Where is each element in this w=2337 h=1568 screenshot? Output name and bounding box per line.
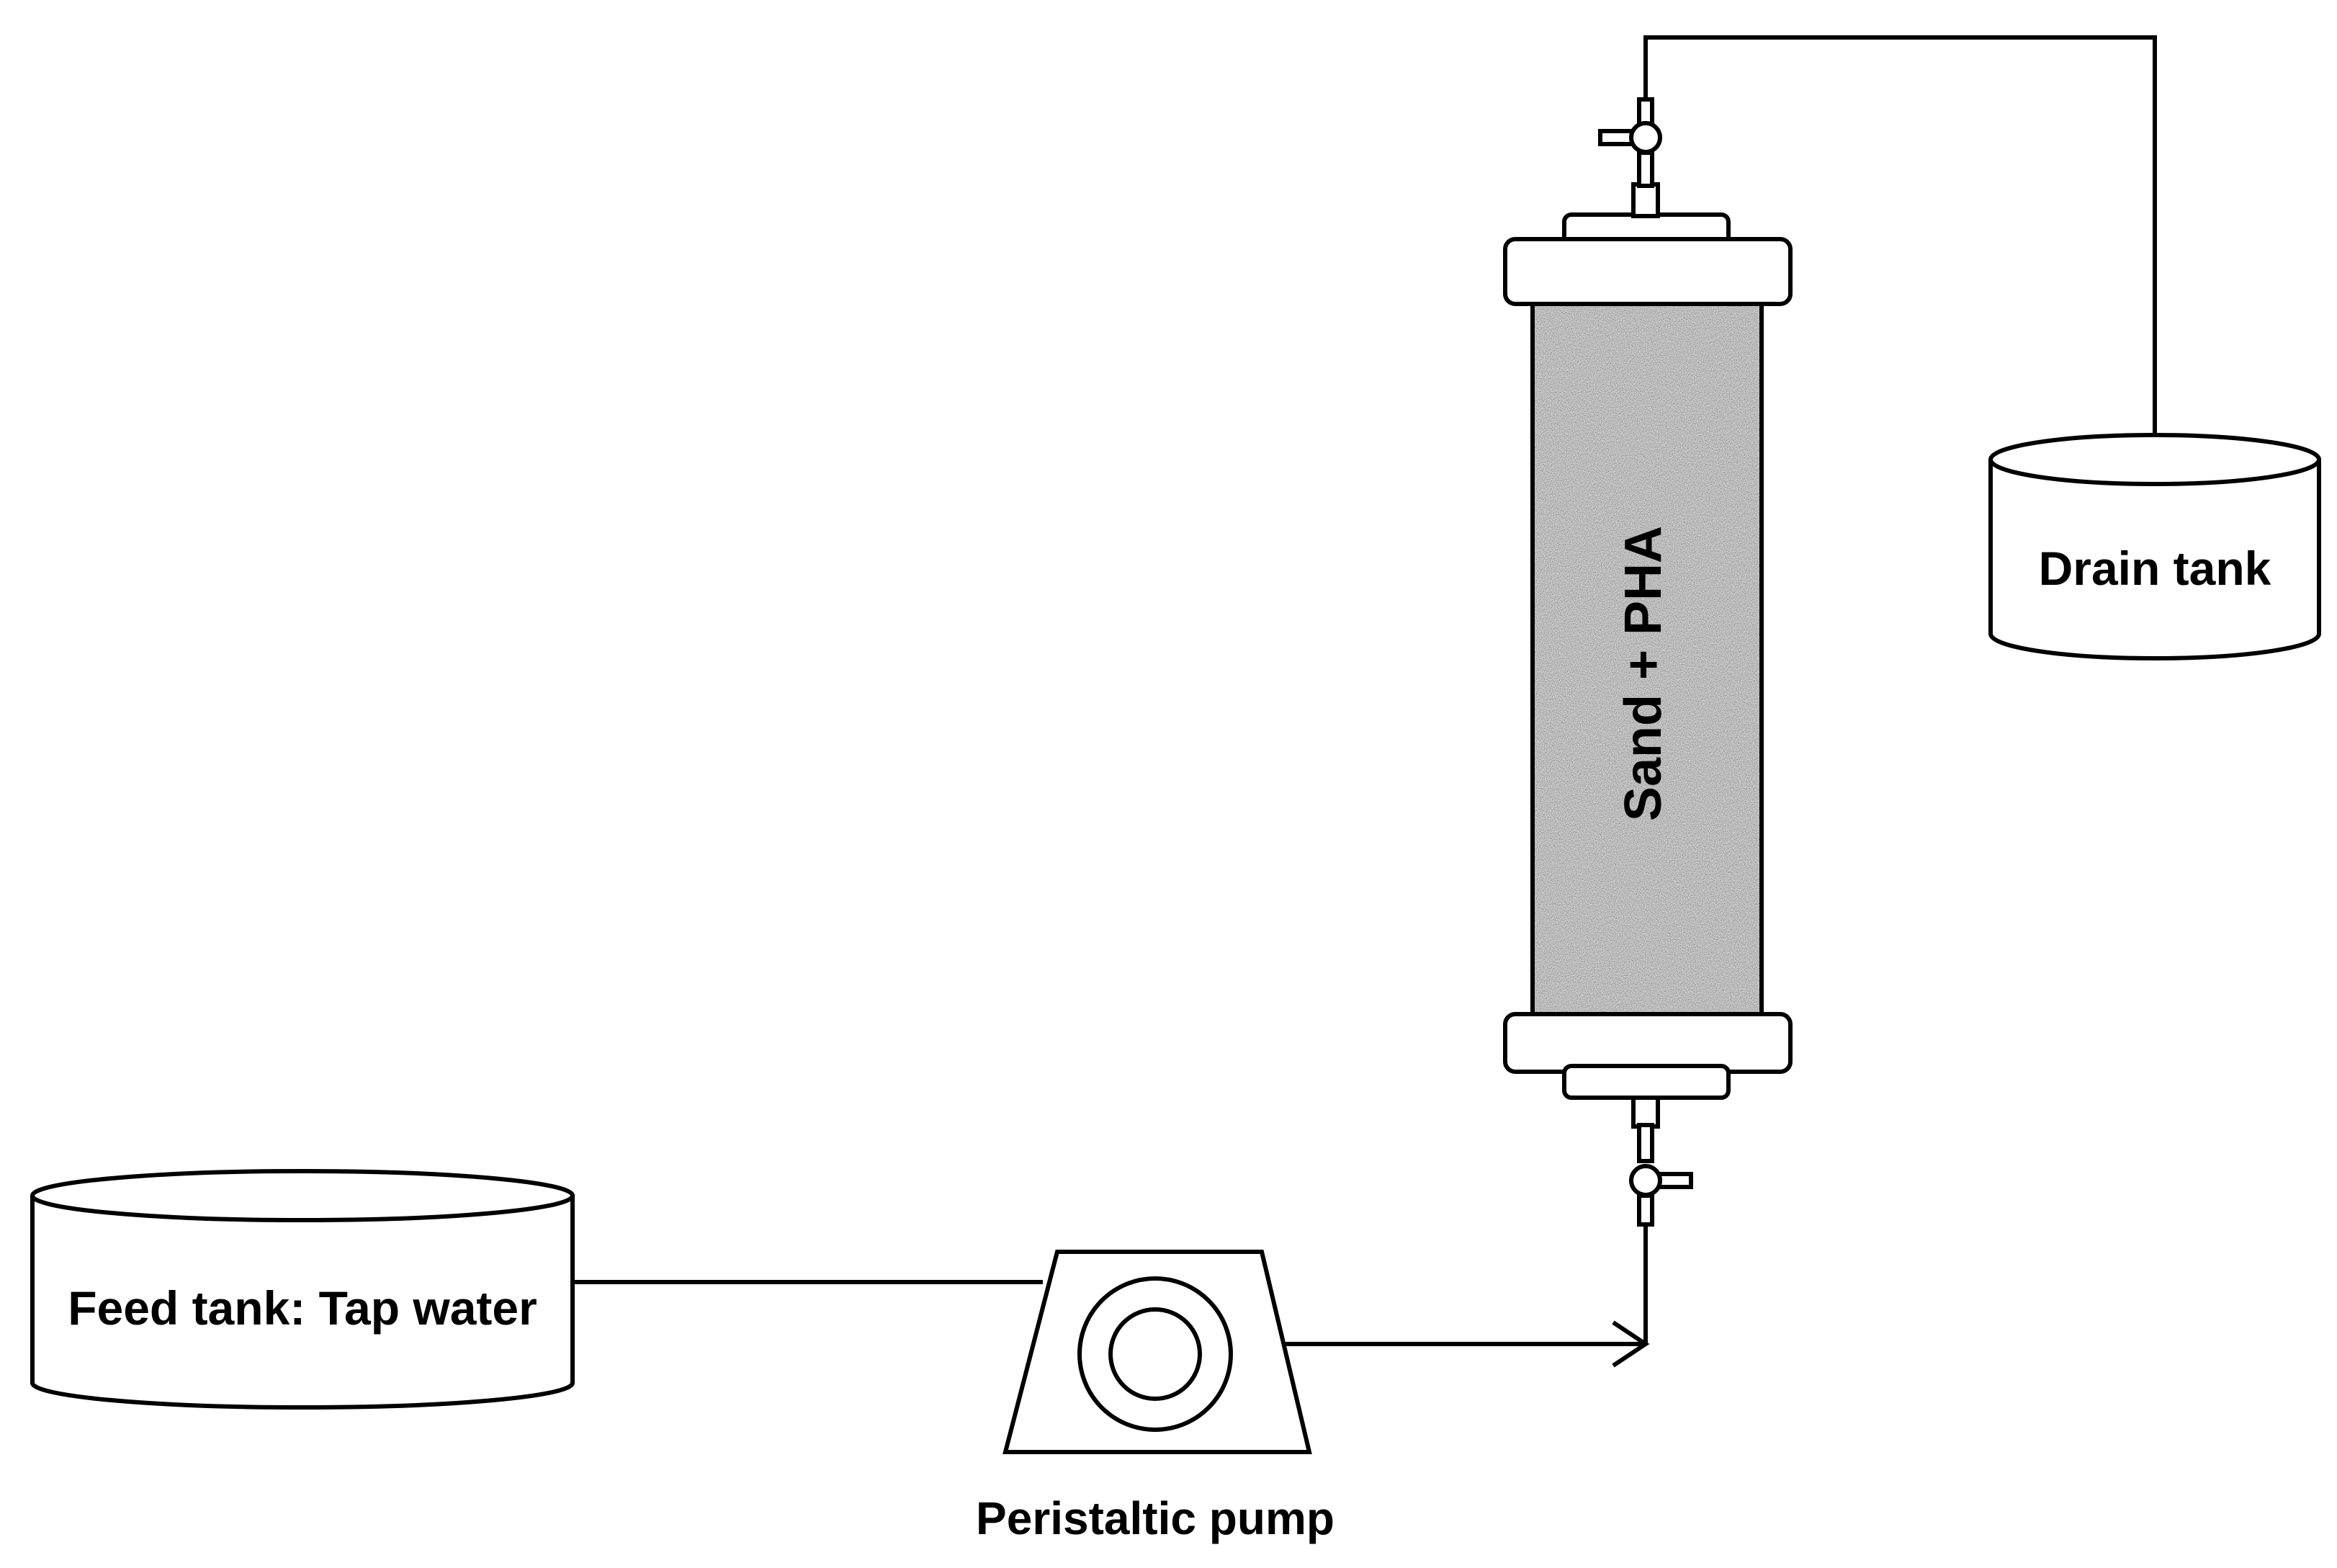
pipe-column-to-drain <box>1643 35 2157 472</box>
sand-column: Sand + PHA <box>1503 212 1793 1100</box>
three-way-valve-icon <box>1598 97 1662 218</box>
feed-tank-label: Feed tank: Tap water <box>68 1281 537 1335</box>
top-valve-stem-mid <box>1637 151 1654 188</box>
feed-tank-top <box>30 1169 575 1222</box>
pipes <box>573 35 2180 1368</box>
column-top-flange <box>1503 237 1793 306</box>
pump-label: Peristaltic pump <box>976 1492 1335 1544</box>
bottom-valve-body <box>1629 1164 1662 1197</box>
bottom-valve-stem-lower <box>1637 1193 1654 1227</box>
drain-tank: Drain tank <box>1988 433 2321 660</box>
column-sand-texture <box>1533 304 1762 1014</box>
feed-tank: Feed tank: Tap water <box>30 1169 575 1410</box>
column-label: Sand + PHA <box>1615 526 1672 821</box>
arrow-head-inlet <box>1612 1320 1650 1368</box>
drain-tank-top <box>1988 433 2321 486</box>
drain-tank-body <box>1988 460 2321 660</box>
bottom-valve-stem-mid <box>1637 1123 1654 1163</box>
pump-rotor-inner <box>1108 1307 1202 1401</box>
drain-tank-label: Drain tank <box>2039 542 2271 595</box>
column-bottom-flange <box>1503 1012 1793 1074</box>
column-bottom-cap <box>1562 1064 1731 1100</box>
top-valve-body <box>1629 121 1662 154</box>
pump-icon <box>1002 1250 1312 1454</box>
three-way-valve-icon <box>1629 1096 1693 1227</box>
top-valve-stem-lower <box>1631 182 1660 218</box>
feed-tank-body <box>30 1196 575 1410</box>
bottom-valve-stem-upper <box>1631 1096 1660 1129</box>
